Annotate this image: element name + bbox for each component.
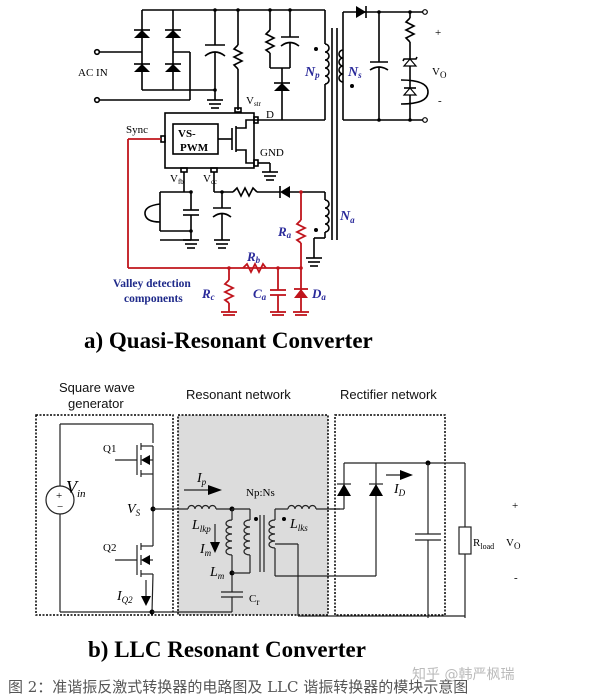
- bulk-capacitor: [204, 8, 226, 109]
- vin-label: Vin: [66, 477, 86, 500]
- vcc-network: [212, 172, 330, 267]
- rectifier-network: [298, 460, 472, 618]
- output-terminal: [422, 117, 428, 123]
- transformer-core: [331, 28, 338, 240]
- vfb-label: Vfb: [170, 173, 184, 186]
- optocoupler-icon: [144, 203, 161, 223]
- ra-label: Ra: [277, 224, 292, 240]
- figure-caption: 图 2：准谐振反激式转换器的电路图及 LLC 谐振转换器的模块示意图: [8, 678, 469, 696]
- secondary-winding-icon: [268, 519, 276, 549]
- startup-resistor: [232, 8, 244, 113]
- led-icon: [402, 87, 418, 96]
- vo-minus: -: [438, 95, 442, 107]
- ns-label: Ns: [347, 65, 362, 80]
- id-label: ID: [393, 482, 406, 498]
- svg-text:+: +: [56, 490, 62, 502]
- np-label: Np: [304, 65, 320, 80]
- valley-label-1: Valley detection: [113, 278, 191, 290]
- ic-package: [164, 112, 255, 169]
- gnd-label: GND: [260, 147, 284, 159]
- diode-icon: [356, 6, 366, 18]
- vstr-label: Vstr: [246, 95, 262, 108]
- resonant-network: [152, 485, 340, 616]
- block-resonant: [177, 414, 329, 616]
- secondary-side: [338, 6, 429, 123]
- diode-icon: [165, 30, 181, 38]
- rcd-snubber: [264, 8, 300, 120]
- diode-icon: [134, 64, 150, 72]
- llks-label: Llks: [289, 517, 308, 533]
- na-label: Na: [339, 209, 355, 225]
- feedback-network: [144, 172, 199, 249]
- svg-text:−: −: [57, 501, 63, 513]
- diode-icon: [274, 83, 290, 91]
- primary-winding-icon: [243, 519, 251, 556]
- vs-pwm-label-1: VS-: [178, 128, 196, 140]
- diode-icon: [369, 484, 383, 496]
- inductor-lm-icon: [225, 519, 233, 556]
- im-label: Im: [199, 542, 212, 558]
- sync-label: Sync: [126, 124, 148, 136]
- rc-label: Rc: [201, 286, 215, 302]
- panel-b-title: b) LLC Resonant Converter: [88, 637, 366, 662]
- vs-label: VS: [127, 502, 141, 518]
- watermark: 知乎 @韩严枫瑞: [412, 667, 515, 683]
- ca-label: Ca: [253, 286, 267, 302]
- block-label-rectifier: Rectifier network: [340, 387, 437, 402]
- turns-ratio-label: Np:Ns: [246, 487, 275, 499]
- ip-label: Ip: [196, 471, 207, 487]
- zener-icon: [402, 58, 418, 67]
- inductor-llks-icon: [287, 504, 317, 510]
- panel-a-title: a) Quasi-Resonant Converter: [84, 328, 373, 353]
- valley-detection-network: [127, 138, 309, 316]
- vo-minus-b: -: [514, 572, 518, 584]
- diode-icon: [165, 64, 181, 72]
- q2-label: Q2: [103, 542, 116, 554]
- load-resistor-icon: [458, 526, 472, 555]
- diode-icon: [294, 289, 308, 298]
- da-label: Da: [311, 286, 326, 302]
- block-square-wave: [35, 414, 174, 616]
- ac-terminal: [93, 48, 101, 56]
- mosfet-q1-icon: [115, 443, 153, 477]
- primary-winding: [254, 10, 330, 121]
- ac-input: [93, 48, 191, 104]
- square-wave-generator: + −: [45, 423, 156, 615]
- vcc-label: Vcc: [203, 173, 217, 186]
- mosfet-q2-icon: [115, 543, 153, 577]
- rb-label: Rb: [246, 249, 261, 265]
- panel-b-schematic: + −: [35, 380, 521, 618]
- diode-icon: [134, 30, 150, 38]
- iq2-label: IQ2: [116, 589, 133, 605]
- vo-plus: +: [435, 27, 441, 39]
- lm-label: Lm: [209, 565, 225, 581]
- panel-a-schematic: AC IN Sync VS- PWM Vstr D GND Vfb Vcc Np…: [78, 6, 447, 316]
- output-terminal: [422, 9, 428, 15]
- ac-in-label: AC IN: [78, 67, 108, 79]
- block-label-square-wave-2: generator: [68, 396, 124, 411]
- llkp-label: Llkp: [191, 518, 211, 534]
- vo-plus-b: +: [512, 500, 518, 512]
- vo-label-b: VO: [506, 537, 521, 551]
- rload-label: Rload: [473, 537, 494, 551]
- valley-label-2: components: [124, 293, 183, 305]
- diode-icon: [280, 186, 290, 198]
- bridge-rectifier: [134, 9, 325, 91]
- drain-label: D: [266, 109, 274, 121]
- ac-terminal: [93, 96, 101, 104]
- q1-label: Q1: [103, 443, 116, 455]
- block-label-resonant: Resonant network: [186, 387, 291, 402]
- block-rectifier: [334, 414, 446, 616]
- controller-ic: [160, 112, 278, 181]
- vo-label: VO: [432, 66, 447, 80]
- inductor-llkp-icon: [187, 504, 217, 510]
- cr-label: Cr: [249, 593, 259, 607]
- block-label-square-wave-1: Square wave: [59, 380, 135, 395]
- diode-icon: [337, 484, 351, 496]
- vs-pwm-label-2: PWM: [180, 142, 209, 154]
